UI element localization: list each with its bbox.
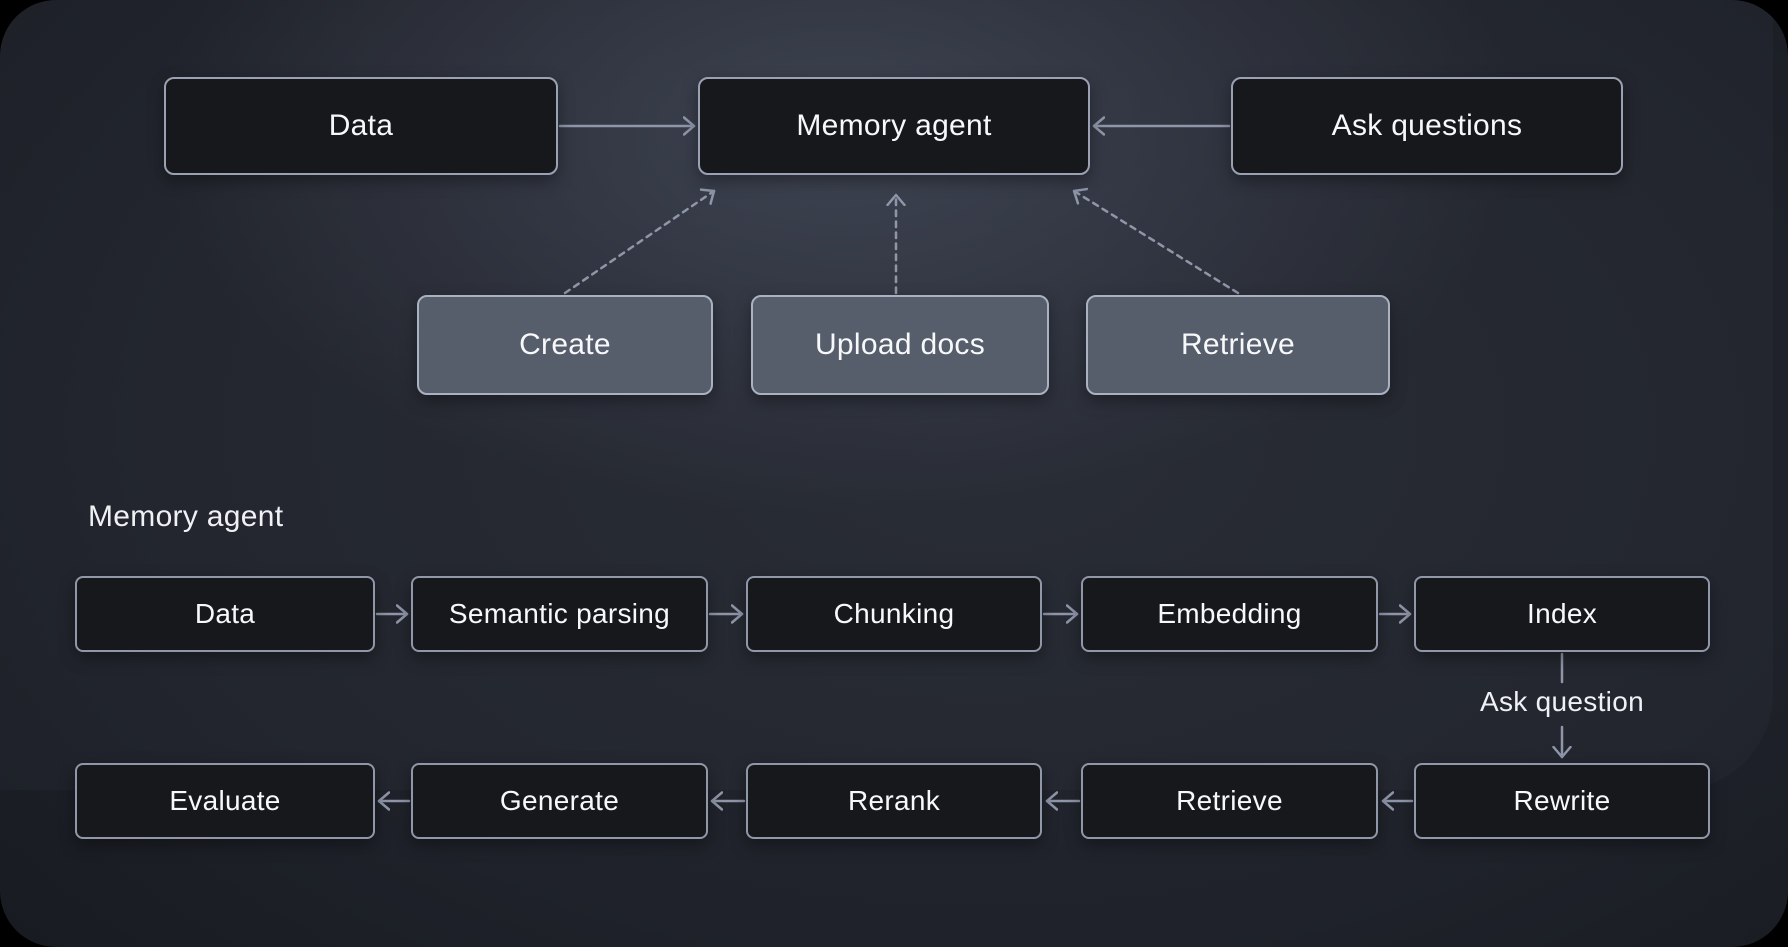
section-heading-memory-agent: Memory agent <box>88 500 284 533</box>
node-generate: Generate <box>411 763 708 839</box>
node-retrieve: Retrieve <box>1081 763 1378 839</box>
node-upload-docs: Upload docs <box>751 295 1049 395</box>
node-data-source: Data <box>164 77 558 175</box>
node-rewrite: Rewrite <box>1414 763 1710 839</box>
arrow-create-to-memory <box>563 191 716 295</box>
node-embedding: Embedding <box>1081 576 1378 652</box>
node-data: Data <box>75 576 375 652</box>
node-create: Create <box>417 295 713 395</box>
arrow-retrieve-to-memory <box>1072 191 1240 295</box>
node-ask-questions: Ask questions <box>1231 77 1623 175</box>
node-semantic-parsing: Semantic parsing <box>411 576 708 652</box>
edge-label-ask-question: Ask question <box>1480 686 1644 717</box>
node-memory-agent: Memory agent <box>698 77 1090 175</box>
node-rerank: Rerank <box>746 763 1042 839</box>
node-index: Index <box>1414 576 1710 652</box>
node-retrieve-action: Retrieve <box>1086 295 1390 395</box>
node-evaluate: Evaluate <box>75 763 375 839</box>
node-chunking: Chunking <box>746 576 1042 652</box>
